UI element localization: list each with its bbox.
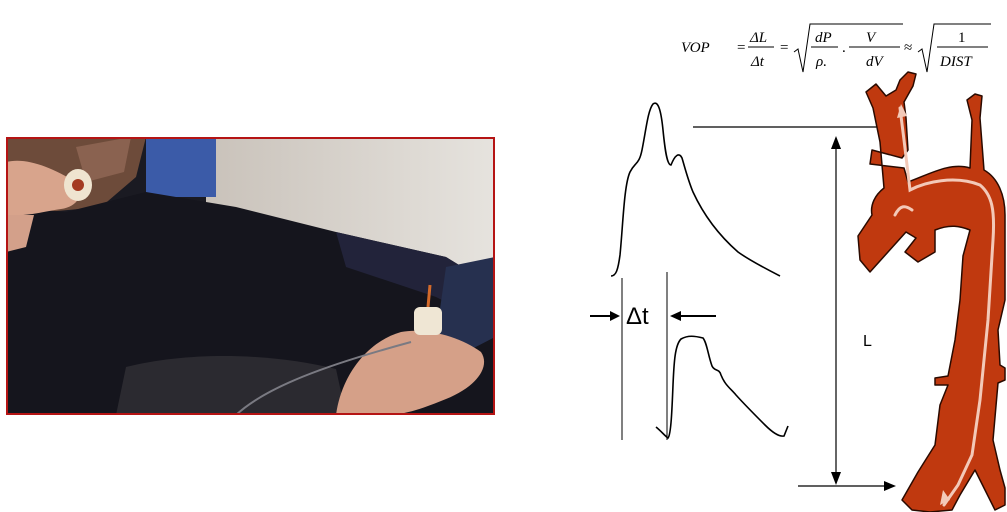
formula-eq2: = [780,40,788,56]
carotid-waveform [610,102,781,277]
blue-pillow [146,137,216,197]
operator-hand-left [6,160,81,216]
flow-arrow-bottom [940,490,950,505]
formula-frac2-num: dP [815,30,832,46]
formula-frac4-num: 1 [958,30,966,46]
measurement-photo [6,137,495,415]
delta-t-label: Δt [626,303,649,330]
formula-frac2-den: ρ. [815,54,827,70]
formula-frac3-num: V [866,30,877,46]
distance-arrow [831,136,841,485]
flow-path-line [898,106,996,507]
flow-arrow-top [897,104,907,118]
probe-cable [235,341,412,415]
delta-t-arrow-right [670,311,716,321]
formula-lhs: VOP [681,40,710,56]
patient-arm [436,257,495,352]
femoral-waveform [655,335,789,440]
formula-approx: ≈ [904,40,912,56]
photo-frame [6,137,495,415]
arrow-to-femoral [798,481,896,491]
vop-formula: VOP = ΔL Δt = dP ρ. . V dV ≈ 1 DIST [681,23,991,73]
aorta-artery-icon [857,71,1006,512]
formula-eq1: = [737,40,745,56]
formula-frac1-den: Δt [750,54,765,70]
femoral-probe [414,307,442,335]
formula-frac3-den: dV [866,54,885,70]
formula-frac1-num: ΔL [749,30,767,46]
arrow-to-carotid [693,122,892,132]
formula-dot: . [842,40,846,56]
distance-label: L [863,333,872,350]
formula-frac4-den: DIST [939,54,973,70]
delta-t-arrow-left [590,311,620,321]
